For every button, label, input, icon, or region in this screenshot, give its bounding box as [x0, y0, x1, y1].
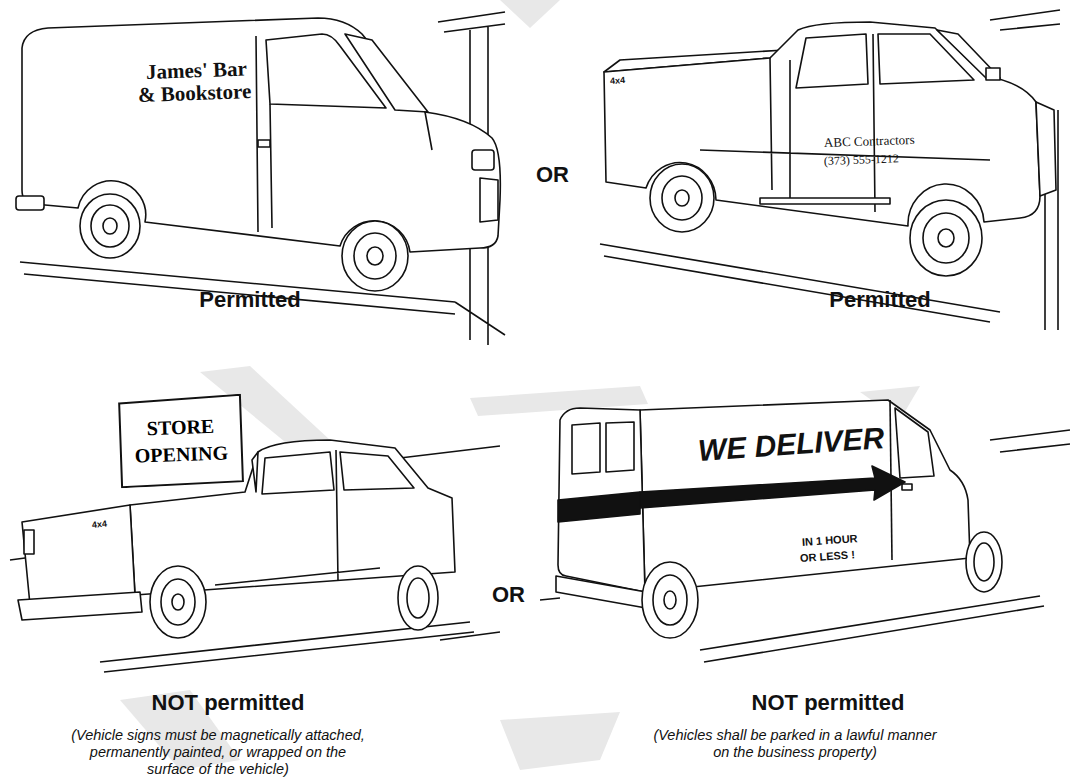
van-drawing-part: [103, 218, 117, 234]
verdict-label: NOT permitted: [718, 690, 938, 715]
van-drawing-part: [258, 140, 270, 147]
van-drawing-part: [902, 484, 912, 490]
verdict-label: NOT permitted: [118, 690, 338, 715]
pickup-drawing-part: [18, 592, 142, 620]
van-drawing-part: [80, 194, 140, 258]
van-drawing-part: [990, 430, 1070, 452]
van-drawing-part: [556, 576, 646, 608]
van-drawing-part: [640, 400, 970, 592]
badge-text: 4x4: [91, 518, 107, 530]
verdict-label: Permitted: [150, 287, 350, 312]
van-drawing-part: [540, 596, 1044, 662]
watermark-shape-part: [500, 0, 560, 28]
van-drawing-part: [640, 466, 905, 508]
van-drawing: [16, 12, 505, 345]
pickup-drawing-part: [662, 176, 702, 220]
vehicle-lettering: & Bookstore: [138, 79, 252, 107]
van-drawing-part: [472, 150, 494, 170]
pickup-drawing-part: [398, 566, 438, 630]
note-text: (Vehicles shall be parked in a lawful ma…: [650, 727, 940, 761]
van-drawing-part: [664, 591, 676, 609]
verdict-label: Permitted: [780, 287, 980, 312]
pickup-drawing: [10, 440, 500, 672]
or-text: OR: [492, 582, 525, 607]
badge-text: 4x4: [610, 75, 626, 86]
van-drawing-part: [345, 34, 428, 112]
van-drawing-part: [558, 492, 640, 522]
van-drawing-part: [606, 422, 634, 472]
van-drawing-part: [653, 575, 687, 625]
sign-outline-shape: [119, 395, 243, 487]
pickup-drawing-part: [407, 578, 429, 618]
pickup-drawing-part: [760, 198, 890, 204]
pickup-drawing-part: [172, 594, 184, 610]
van-drawing: [540, 400, 1070, 662]
sign-text: STORE OPENING: [127, 412, 235, 470]
van-drawing-part: [342, 221, 408, 291]
pickup-drawing-part: [150, 566, 206, 638]
van-drawing-part: [256, 36, 432, 232]
sign-outline: [116, 394, 245, 488]
pickup-drawing-part: [22, 505, 135, 605]
pickup-drawing-part: [923, 213, 969, 263]
pickup-drawing: [600, 10, 1060, 330]
van-drawing-part: [16, 196, 44, 210]
van-drawing-part: [558, 408, 645, 592]
pickup-drawing-part: [675, 190, 689, 206]
van-drawing-part: [966, 532, 1002, 592]
pickup-drawing-part: [262, 452, 334, 494]
van-drawing-part: [642, 562, 698, 638]
pickup-drawing-part: [1036, 102, 1056, 196]
pickup-drawing-part: [986, 68, 1000, 80]
van-drawing-part: [91, 205, 129, 247]
pickup-drawing-part: [24, 530, 34, 554]
pickup-drawing-part: [938, 229, 954, 247]
pickup-drawing-part: [604, 22, 1040, 226]
pickup-drawing-part: [910, 200, 982, 276]
van-drawing-part: [480, 178, 498, 222]
note-text: (Vehicle signs must be magnetically atta…: [68, 727, 368, 778]
van-drawing-part: [895, 408, 934, 478]
van-drawing-part: [22, 18, 500, 252]
watermark-shape-part: [500, 712, 620, 770]
or-text: OR: [536, 162, 569, 187]
pickup-drawing-part: [340, 452, 414, 490]
pickup-drawing-part: [700, 34, 990, 212]
van-drawing-part: [354, 233, 396, 279]
pickup-drawing-part: [796, 34, 868, 88]
pickup-drawing-part: [252, 452, 258, 492]
pickup-drawing-part: [161, 579, 195, 625]
van-drawing-part: [367, 247, 383, 265]
van-drawing-part: [572, 423, 600, 474]
vehicle-lettering: (373) 555-1212: [824, 152, 899, 168]
van-drawing-part: [974, 543, 994, 581]
vehicle-lettering: ABC Contractors: [824, 133, 915, 151]
sign-board: STORE OPENING: [116, 394, 245, 488]
pickup-drawing-part: [650, 164, 714, 232]
